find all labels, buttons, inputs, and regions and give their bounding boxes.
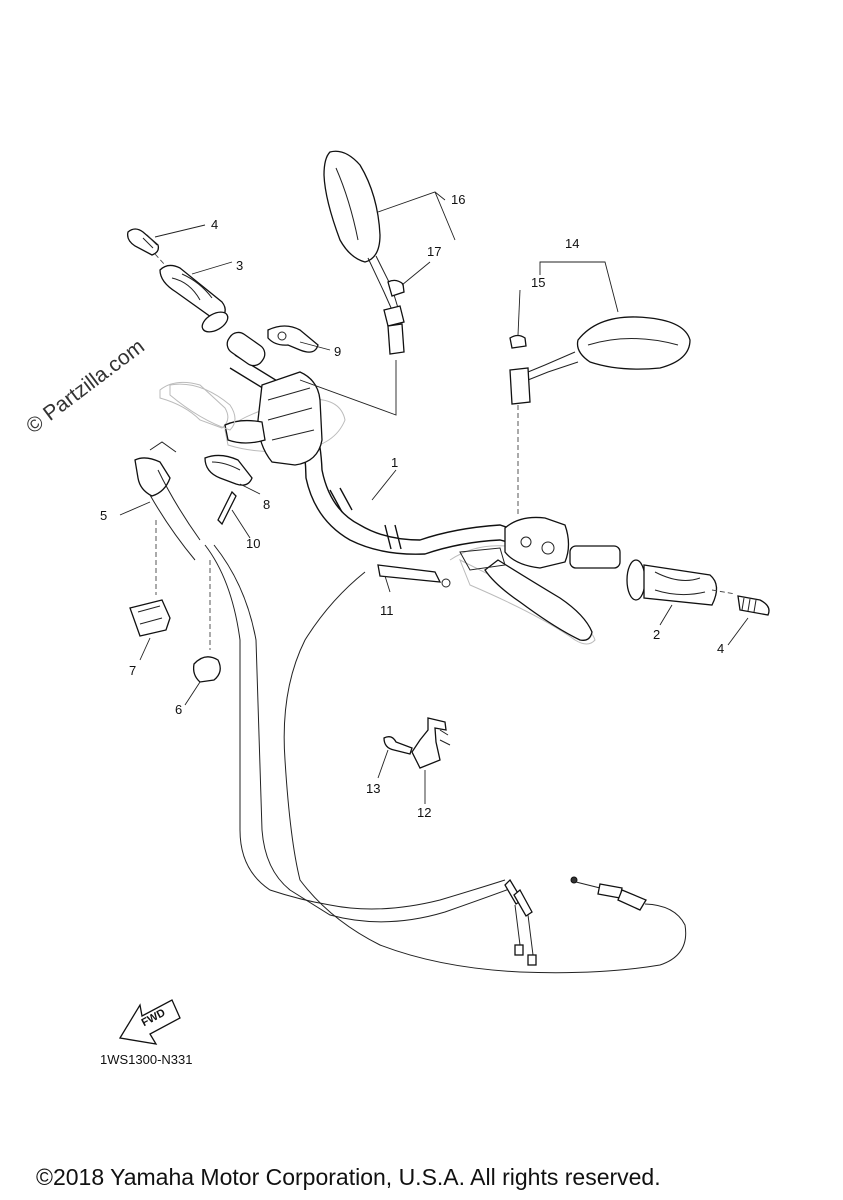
callout-12: 12 (417, 805, 432, 820)
left-grip (127, 228, 229, 333)
sensor-bracket-12 (383, 717, 451, 769)
right-grip (626, 559, 770, 616)
right-mirror (509, 316, 691, 515)
callout-14: 14 (565, 236, 580, 251)
throttle-cables (204, 544, 687, 974)
callout-17: 17 (427, 244, 442, 259)
callout-6: 6 (175, 702, 183, 717)
callout-13: 13 (366, 781, 381, 796)
left-perch (129, 441, 221, 683)
diagram-code: 1WS1300-N331 (100, 1052, 193, 1067)
left-mirror (299, 150, 405, 416)
callout-15: 15 (531, 275, 546, 290)
holder-9 (267, 325, 319, 353)
copyright-notice: ©2018 Yamaha Motor Corporation, U.S.A. A… (36, 1164, 661, 1190)
callout-4-right: 4 (717, 641, 725, 656)
clamp-8 (204, 454, 253, 526)
cable-ends (504, 876, 647, 966)
callout-4-left: 4 (211, 217, 219, 232)
left-lever (169, 383, 236, 431)
left-switch-housing (224, 371, 323, 466)
callout-3: 3 (236, 258, 244, 273)
callout-9: 9 (334, 344, 342, 359)
callout-16: 16 (451, 192, 466, 207)
callout-1: 1 (391, 455, 399, 470)
callout-7: 7 (129, 663, 137, 678)
fwd-arrow-icon (118, 999, 181, 1045)
callout-10: 10 (246, 536, 261, 551)
callout-8: 8 (263, 497, 271, 512)
right-brake-assembly (459, 516, 593, 641)
leader-lines (119, 191, 749, 804)
callout-5: 5 (100, 508, 108, 523)
callout-11: 11 (380, 603, 394, 618)
callout-2: 2 (653, 627, 661, 642)
